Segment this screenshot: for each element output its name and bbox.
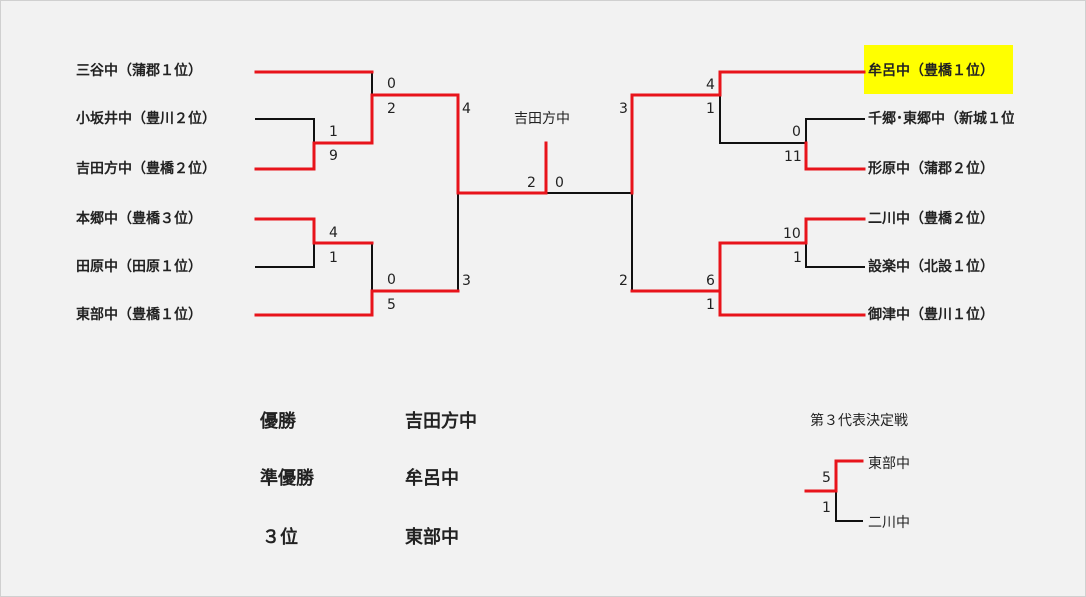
right-team-1: 牟呂中（豊橋１位） <box>868 63 994 79</box>
score-left-semi-a: 4 <box>462 101 471 117</box>
right-team-4: 二川中（豊橋２位） <box>868 211 994 227</box>
score-right-semi-a: 3 <box>619 101 628 117</box>
left-winner-lines <box>254 70 548 317</box>
right-loser-lines <box>719 94 865 268</box>
score-right-r1-top-b: 11 <box>784 149 802 165</box>
summary-label-2: 準優勝 <box>260 468 314 489</box>
right-team-2: 千郷･東郷中（新城１位） <box>868 111 1014 127</box>
summary-label-1: 優勝 <box>260 411 296 432</box>
champion-label: 吉田方中 <box>514 111 570 127</box>
score-final-left: 2 <box>527 175 536 191</box>
third-place-bottom-score: 1 <box>822 500 831 516</box>
score-left-r2-top-b: 2 <box>387 101 396 117</box>
left-team-4: 本郷中（豊橋３位） <box>76 211 202 227</box>
score-left-semi-b: 3 <box>462 273 471 289</box>
score-left-r1-bot-b: 1 <box>329 250 338 266</box>
right-team-5: 設楽中（北設１位） <box>868 259 994 275</box>
right-winner-lines <box>630 70 866 317</box>
score-final-right: 0 <box>555 175 564 191</box>
left-loser-lines <box>255 71 633 292</box>
score-left-r1-top-b: 9 <box>329 148 338 164</box>
score-left-r2-bot-a: 0 <box>387 272 396 288</box>
score-right-r1-top-a: 0 <box>792 124 801 140</box>
score-right-r2-bot-a: 6 <box>706 273 715 289</box>
score-left-r1-bot-a: 4 <box>329 225 338 241</box>
score-left-r1-top-a: 1 <box>329 124 338 140</box>
score-right-r2-bot-b: 1 <box>706 297 715 313</box>
left-team-1: 三谷中（蒲郡１位） <box>76 63 202 79</box>
third-place-top-team: 東部中 <box>868 456 910 472</box>
third-place-lines <box>804 459 864 522</box>
score-right-r1-bot-a: 10 <box>783 226 801 242</box>
score-right-r2-top-b: 1 <box>706 101 715 117</box>
score-left-r2-top-a: 0 <box>387 76 396 92</box>
right-team-6: 御津中（豊川１位） <box>868 307 994 323</box>
third-place-bottom-team: 二川中 <box>868 515 910 531</box>
left-team-5: 田原中（田原１位） <box>76 259 202 275</box>
right-team-3: 形原中（蒲郡２位） <box>868 161 994 177</box>
left-team-3: 吉田方中（豊橋２位） <box>76 161 216 177</box>
champion-highlight <box>864 45 1013 94</box>
left-team-2: 小坂井中（豊川２位） <box>76 111 216 127</box>
third-place-top-score: 5 <box>822 470 831 486</box>
score-right-semi-b: 2 <box>619 273 628 289</box>
score-right-r1-bot-b: 1 <box>793 250 802 266</box>
score-right-r2-top-a: 4 <box>706 77 715 93</box>
score-left-r2-bot-b: 5 <box>387 297 396 313</box>
summary-label-3: ３位 <box>262 527 298 548</box>
left-team-6: 東部中（豊橋１位） <box>76 307 202 323</box>
summary-team-2: 牟呂中 <box>405 468 459 489</box>
third-place-title: 第３代表決定戦 <box>810 413 908 429</box>
summary-team-1: 吉田方中 <box>405 411 477 432</box>
summary-team-3: 東部中 <box>405 527 459 548</box>
right-team-2-clip: 千郷･東郷中（新城１位） <box>868 110 1014 130</box>
